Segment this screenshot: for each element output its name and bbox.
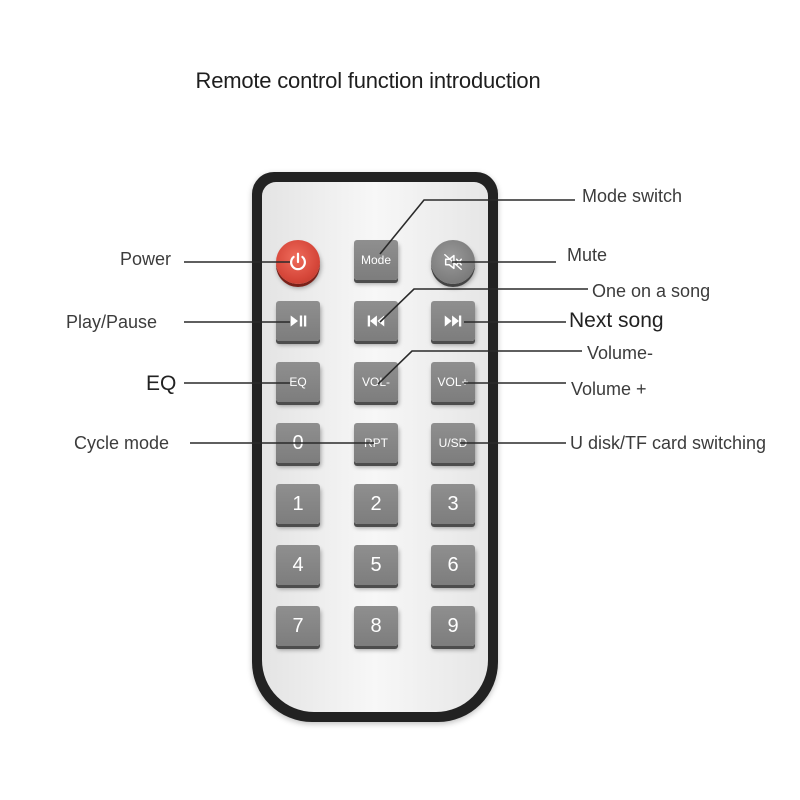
speaker-mute-icon bbox=[444, 254, 462, 270]
digit-5-button[interactable]: 5 bbox=[354, 545, 398, 585]
label-volume-down: Volume- bbox=[587, 343, 654, 363]
label-usd-switch: U disk/TF card switching bbox=[570, 433, 767, 453]
digit-6-button[interactable]: 6 bbox=[431, 545, 475, 585]
next-song-button[interactable] bbox=[431, 301, 475, 341]
digit-8-button[interactable]: 8 bbox=[354, 606, 398, 646]
label-mute: Mute bbox=[567, 245, 608, 265]
skip-previous-icon bbox=[367, 315, 385, 327]
digit-2-button[interactable]: 2 bbox=[354, 484, 398, 524]
label-cycle-mode: Cycle mode bbox=[74, 433, 170, 453]
digit-0-button[interactable]: 0 bbox=[276, 423, 320, 463]
label-volume-up: Volume + bbox=[571, 379, 647, 399]
digit-9-button[interactable]: 9 bbox=[431, 606, 475, 646]
label-mode-switch: Mode switch bbox=[582, 186, 683, 206]
page-title: Remote control function introduction bbox=[195, 68, 541, 93]
skip-next-icon bbox=[444, 315, 462, 327]
mode-button[interactable]: Mode bbox=[354, 240, 398, 280]
volume-up-button[interactable]: VOL+ bbox=[431, 362, 475, 402]
label-eq: EQ bbox=[146, 372, 177, 395]
label-next-song: Next song bbox=[569, 309, 664, 332]
volume-down-button[interactable]: VOL- bbox=[354, 362, 398, 402]
mute-button[interactable] bbox=[431, 240, 475, 284]
usd-switch-button[interactable]: U/SD bbox=[431, 423, 475, 463]
label-power: Power bbox=[120, 249, 172, 269]
label-previous-song: One on a song bbox=[592, 281, 711, 301]
power-button[interactable] bbox=[276, 240, 320, 284]
digit-7-button[interactable]: 7 bbox=[276, 606, 320, 646]
eq-button[interactable]: EQ bbox=[276, 362, 320, 402]
play-pause-button[interactable] bbox=[276, 301, 320, 341]
digit-4-button[interactable]: 4 bbox=[276, 545, 320, 585]
play-pause-icon bbox=[290, 315, 307, 327]
digit-1-button[interactable]: 1 bbox=[276, 484, 320, 524]
previous-song-button[interactable] bbox=[354, 301, 398, 341]
power-icon bbox=[290, 252, 306, 271]
repeat-button[interactable]: RPT bbox=[354, 423, 398, 463]
label-play-pause: Play/Pause bbox=[66, 312, 158, 332]
digit-3-button[interactable]: 3 bbox=[431, 484, 475, 524]
